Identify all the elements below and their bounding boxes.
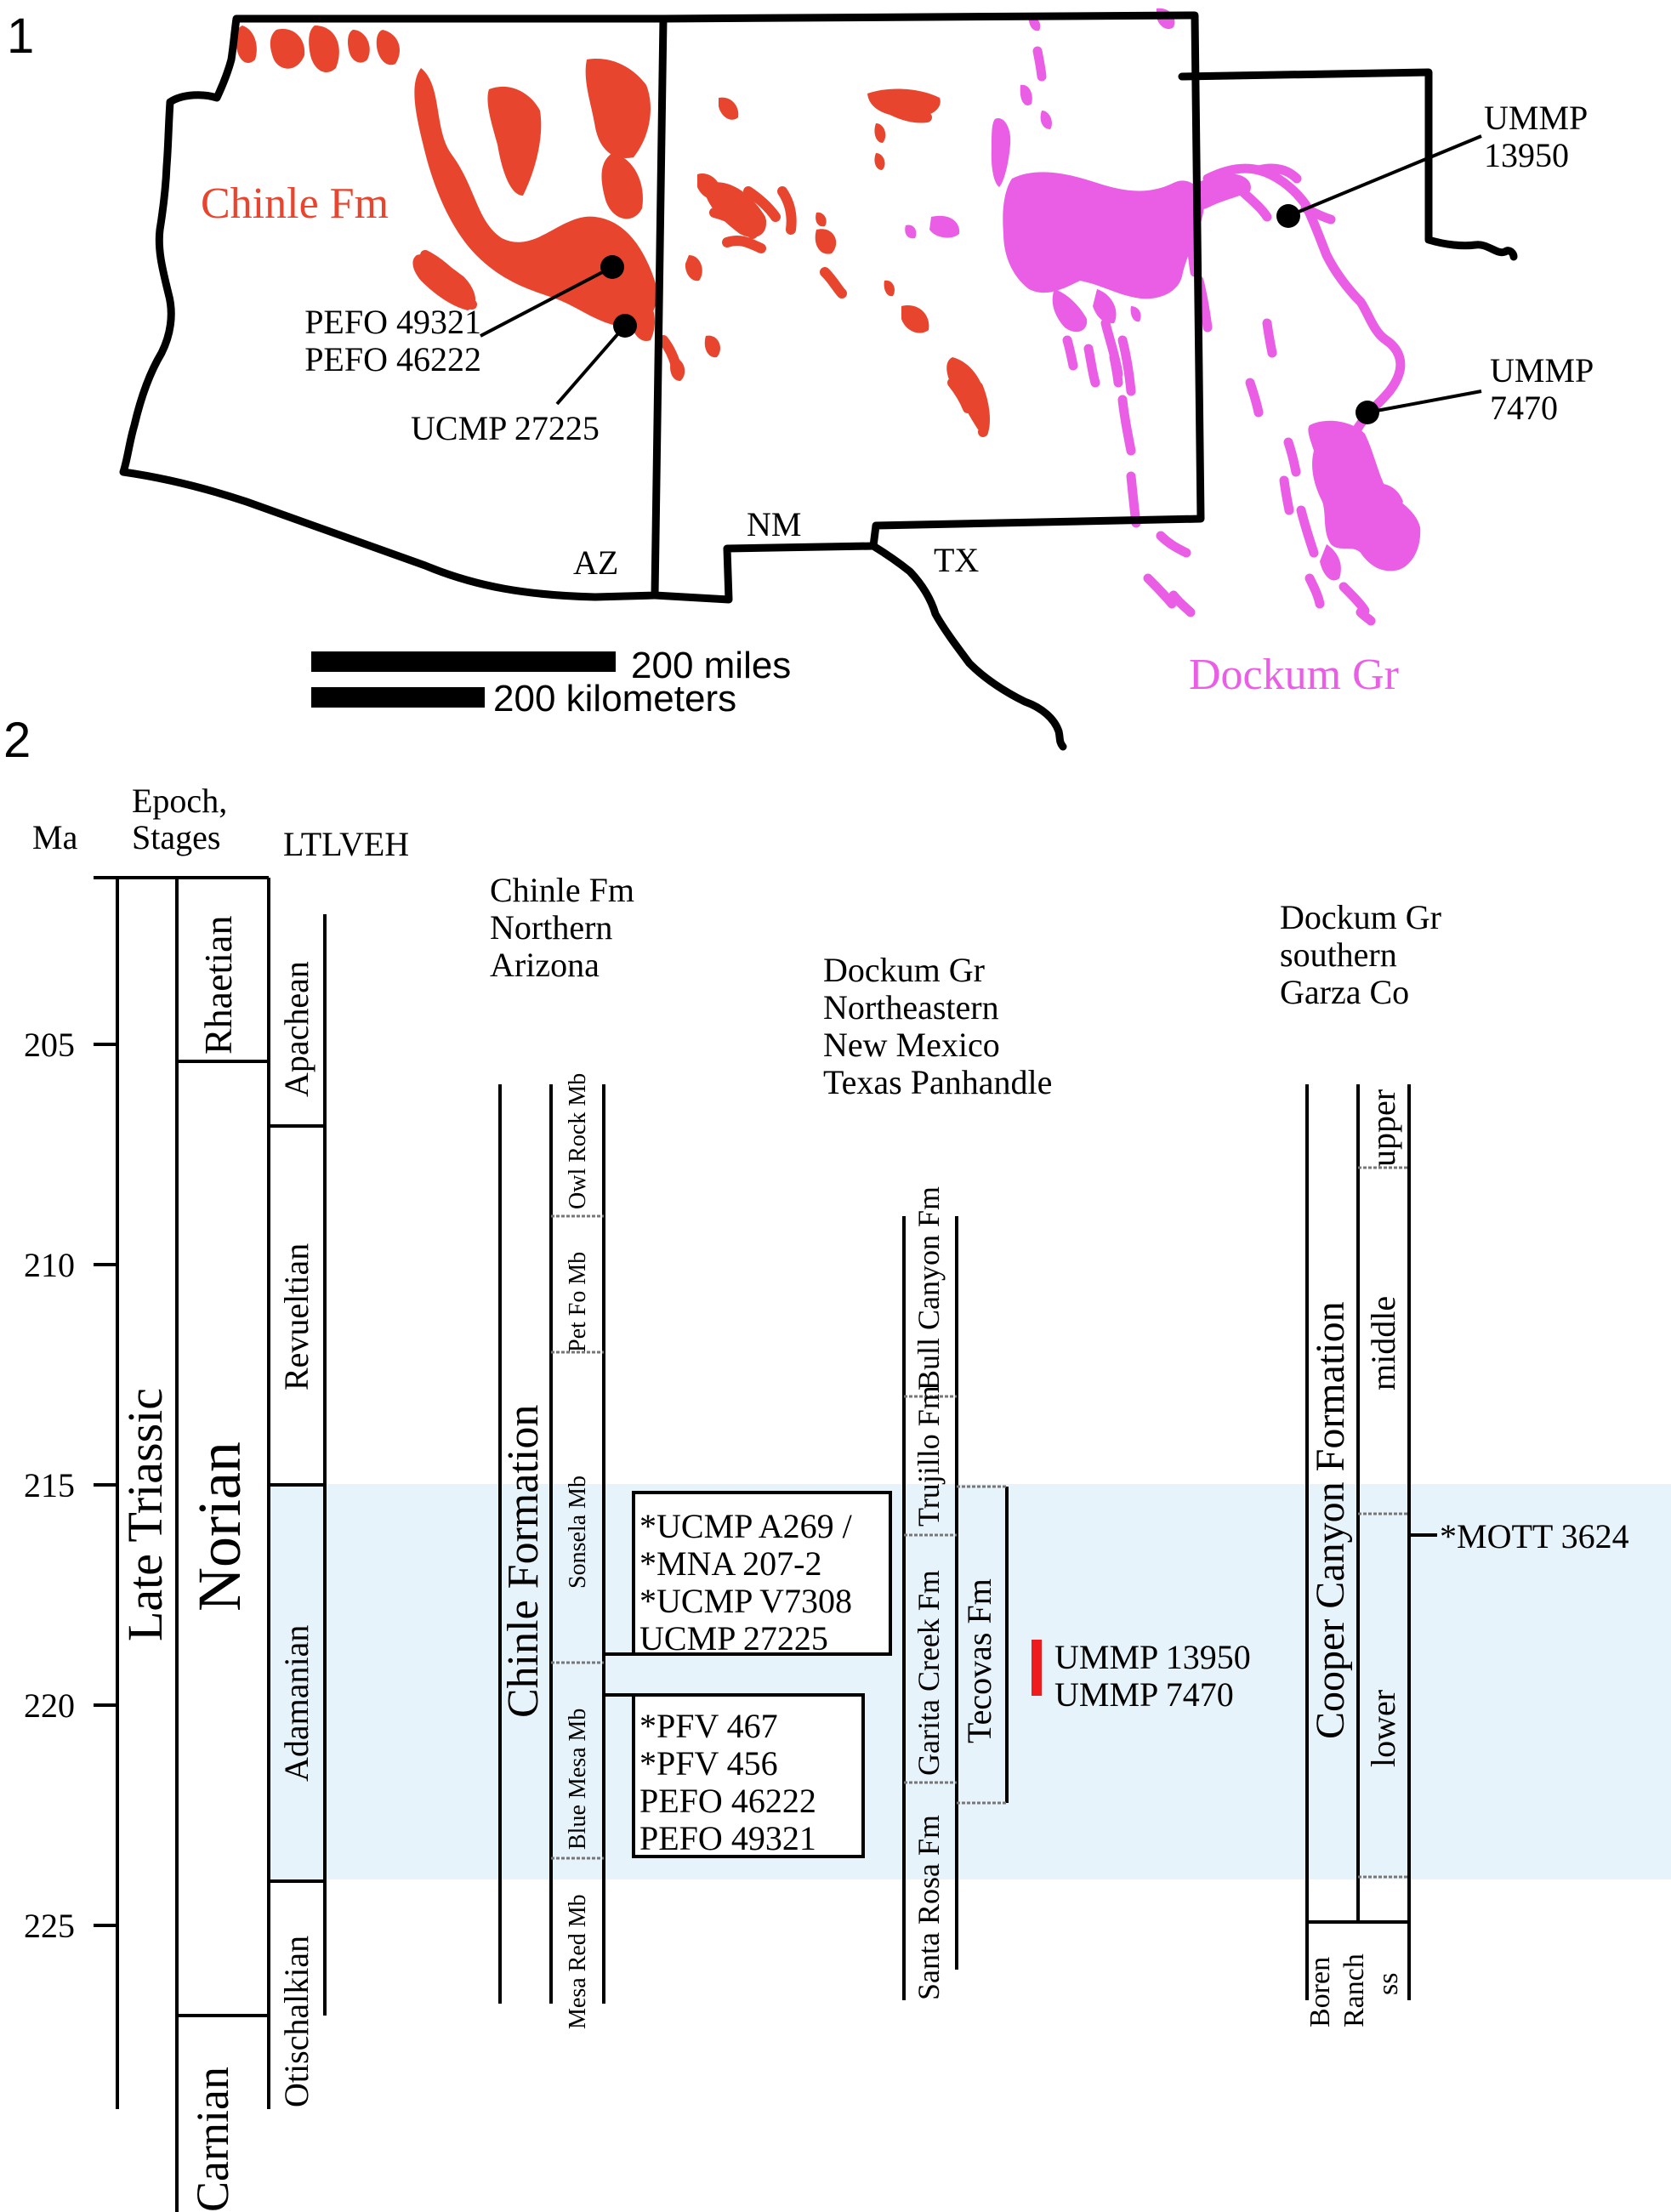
sonsela-specimen-1: *UCMP A269 /: [639, 1507, 853, 1545]
cooper-lower: lower: [1364, 1690, 1402, 1767]
ma-tick-215: 215: [24, 1466, 75, 1504]
chrono-columns: [116, 876, 327, 2212]
lvf-revueltian: Revueltian: [277, 1243, 315, 1390]
header-chinle-1: Chinle Fm: [490, 871, 634, 909]
header-dockum-nm-1: Dockum Gr: [823, 951, 985, 989]
cooper-canyon-column: [1305, 1084, 1437, 2000]
epoch-late-triassic: Late Triassic: [117, 1388, 173, 1641]
cooper-upper: upper: [1364, 1089, 1402, 1167]
ma-tick-225: 225: [24, 1907, 75, 1945]
dockum-outcrop-areas: [905, 8, 1421, 581]
scale-label-km: 200 kilometers: [493, 678, 736, 719]
texas-rio-grande-border: [869, 542, 1067, 751]
dockum-gr-map-label: Dockum Gr: [1189, 651, 1399, 699]
specimen-connectors: [604, 1652, 634, 1697]
nm-bull-canyon-fm: Bull Canyon Fm: [912, 1186, 946, 1390]
member-blue-mesa: Blue Mesa Mb: [565, 1709, 591, 1850]
pefo-46222-label: PEFO 46222: [304, 340, 481, 378]
adamanian-highlight-band: [270, 1484, 1671, 1879]
arizona-border: [119, 14, 668, 601]
blue-mesa-specimen-box: [632, 1693, 865, 1858]
header-chinle-2: Northern: [490, 908, 612, 947]
lvf-apachean: Apachean: [277, 961, 315, 1097]
ummp-7470-map-label-line1: UMMP: [1490, 351, 1594, 390]
blue-mesa-specimen-2: *PFV 456: [639, 1744, 778, 1783]
sonsela-specimen-2: *MNA 207-2: [639, 1544, 821, 1583]
chinle-outcrop-streaks: [420, 105, 990, 437]
chinle-column: [498, 1084, 605, 2004]
blue-mesa-specimen-4: PEFO 49321: [639, 1819, 816, 1857]
member-sonsela: Sonsela Mb: [565, 1476, 591, 1589]
header-dockum-nm-2: Northeastern: [823, 988, 999, 1026]
ummp-7470-map-label-line2: 7470: [1490, 389, 1558, 427]
ma-axis: [94, 876, 119, 1927]
ma-tick-205: 205: [24, 1026, 75, 1064]
boren-label: Boren: [1304, 1957, 1336, 2027]
member-owl-rock: Owl Rock Mb: [565, 1073, 591, 1209]
header-ltlveh: LTLVEH: [283, 825, 409, 863]
member-mesa-red: Mesa Red Mb: [565, 1894, 591, 2029]
cooper-middle: middle: [1364, 1296, 1402, 1390]
lvf-adamanian: Adamanian: [277, 1625, 315, 1782]
lvf-otischalkian: Otischalkian: [277, 1936, 315, 2107]
state-label-tx: TX: [934, 541, 979, 579]
state-label-az: AZ: [573, 543, 618, 582]
ucmp-27225-map-label: UCMP 27225: [411, 409, 600, 447]
ummp-13950-range-label: UMMP 13950: [1054, 1638, 1251, 1676]
sonsela-specimen-4: UCMP 27225: [639, 1619, 828, 1658]
blue-mesa-specimen-1: *PFV 467: [639, 1707, 778, 1745]
header-dockum-garza-3: Garza Co: [1280, 973, 1409, 1011]
chinle-formation-label: Chinle Formation: [499, 1405, 548, 1718]
ummp-13950-map-label-line2: 13950: [1484, 136, 1569, 174]
nm-trujillo-fm: Trujillo Fm: [912, 1385, 946, 1527]
locality-markers: [480, 134, 1482, 424]
nm-garita-creek-fm: Garita Creek Fm: [912, 1570, 946, 1776]
chinle-fm-map-label: Chinle Fm: [201, 179, 389, 228]
header-chinle-3: Arizona: [490, 946, 600, 984]
state-label-nm: NM: [747, 505, 801, 543]
scale-label-miles: 200 miles: [631, 645, 791, 686]
ummp-7470-range-label: UMMP 7470: [1054, 1675, 1234, 1714]
dockum-nm-column: [902, 1216, 1009, 2000]
sonsela-specimen-box: [632, 1491, 892, 1656]
new-mexico-border: [651, 11, 1205, 604]
nm-santa-rosa-fm: Santa Rosa Fm: [912, 1815, 946, 2000]
cooper-canyon-formation-label: Cooper Canyon Formation: [1308, 1301, 1353, 1739]
panel-label-1: 1: [7, 9, 34, 64]
blue-mesa-specimen-3: PEFO 46222: [639, 1782, 816, 1820]
sonsela-specimen-3: *UCMP V7308: [639, 1582, 852, 1620]
state-borders: [119, 11, 1518, 751]
header-epoch: Epoch,: [132, 782, 227, 820]
stage-norian: Norian: [185, 1441, 253, 1612]
header-ma: Ma: [32, 818, 78, 856]
ranch-label: Ranch: [1339, 1953, 1370, 2027]
member-pet-fo: Pet Fo Mb: [565, 1252, 591, 1352]
panel-label-2: 2: [3, 713, 31, 768]
ma-tick-220: 220: [24, 1686, 75, 1725]
ma-tick-210: 210: [24, 1246, 75, 1284]
stage-rhaetian: Rhaetian: [196, 916, 240, 1055]
scale-bar-miles: [311, 651, 616, 672]
header-stages: Stages: [132, 818, 220, 856]
header-dockum-garza-2: southern: [1280, 935, 1397, 974]
ummp-13950-map-label-line1: UMMP: [1484, 99, 1588, 137]
header-dockum-nm-4: Texas Panhandle: [823, 1063, 1052, 1101]
header-dockum-garza-1: Dockum Gr: [1280, 898, 1441, 936]
ummp-range-bar: [1032, 1640, 1042, 1696]
stage-carnian: Carnian: [187, 2067, 238, 2212]
oklahoma-border: [1178, 68, 1518, 261]
mott-3624-label: *MOTT 3624: [1440, 1517, 1629, 1555]
header-dockum-nm-3: New Mexico: [823, 1026, 1000, 1064]
nm-tecovas-fm: Tecovas Fm: [960, 1578, 998, 1743]
pefo-49321-label: PEFO 49321: [304, 303, 481, 341]
scale-bar-km: [311, 687, 485, 708]
ss-label: ss: [1373, 1973, 1404, 1995]
